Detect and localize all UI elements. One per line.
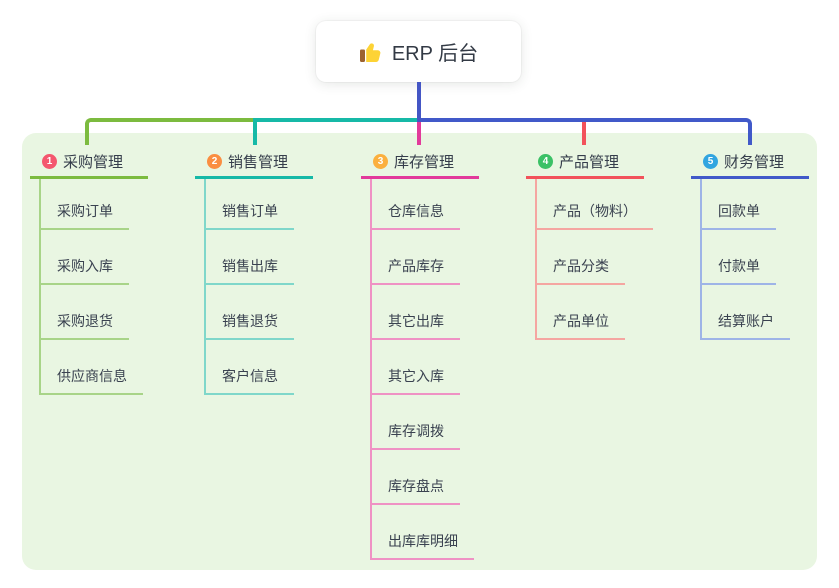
connector-branch-3: [417, 122, 421, 145]
child-label: 其它入库: [388, 368, 444, 384]
child-label: 仓库信息: [388, 203, 444, 219]
connector-branch-2: [253, 118, 421, 145]
branch-header[interactable]: 3 库存管理: [361, 148, 479, 174]
child-label: 产品分类: [553, 258, 609, 274]
child-node[interactable]: 结算账户: [700, 311, 790, 340]
child-label: 回款单: [718, 203, 760, 219]
child-trunk: [204, 179, 206, 395]
child-label: 库存调拨: [388, 423, 444, 439]
branch-header[interactable]: 2 销售管理: [195, 148, 313, 174]
child-node[interactable]: 产品分类: [535, 256, 625, 285]
child-node[interactable]: 其它入库: [370, 366, 460, 395]
child-trunk: [700, 179, 702, 340]
branch-badge: 5: [703, 153, 718, 169]
child-node[interactable]: 客户信息: [204, 366, 294, 395]
branch-label: 销售管理: [228, 153, 289, 171]
connector-branch-1: [85, 118, 253, 145]
branch-label: 采购管理: [63, 153, 124, 171]
child-label: 供应商信息: [57, 368, 127, 384]
branch-label: 库存管理: [394, 153, 455, 171]
child-label: 采购入库: [57, 258, 113, 274]
connector-branch-4: [582, 122, 586, 145]
root-node[interactable]: ERP 后台: [316, 21, 521, 82]
child-label: 销售退货: [222, 313, 278, 329]
child-node[interactable]: 仓库信息: [370, 201, 460, 230]
child-node[interactable]: 付款单: [700, 256, 776, 285]
root-connector: [417, 82, 421, 122]
child-label: 销售出库: [222, 258, 278, 274]
child-node[interactable]: 库存盘点: [370, 476, 460, 505]
child-node[interactable]: 产品单位: [535, 311, 625, 340]
child-node[interactable]: 采购订单: [39, 201, 129, 230]
branch-underline: [30, 176, 148, 179]
branch-badge: 2: [207, 153, 222, 169]
child-label: 客户信息: [222, 368, 278, 384]
child-node[interactable]: 回款单: [700, 201, 776, 230]
child-node[interactable]: 采购退货: [39, 311, 129, 340]
branch-header[interactable]: 4 产品管理: [526, 148, 644, 174]
branch-underline: [691, 176, 809, 179]
child-label: 结算账户: [718, 313, 774, 329]
child-label: 采购退货: [57, 313, 113, 329]
child-trunk: [370, 179, 372, 560]
branch-label: 财务管理: [724, 153, 785, 171]
thumbs-up-icon: [359, 40, 383, 64]
branch-header[interactable]: 1 采购管理: [30, 148, 148, 174]
branch-underline: [526, 176, 644, 179]
child-label: 产品（物料）: [553, 203, 637, 219]
branch-underline: [361, 176, 479, 179]
child-node[interactable]: 销售订单: [204, 201, 294, 230]
branch-label: 产品管理: [559, 153, 620, 171]
branch-badge: 3: [373, 153, 388, 169]
child-label: 付款单: [718, 258, 760, 274]
child-node[interactable]: 供应商信息: [39, 366, 143, 395]
child-label: 库存盘点: [388, 478, 444, 494]
root-label: ERP 后台: [391, 43, 479, 65]
connector-branch-5: [419, 118, 752, 145]
child-node[interactable]: 库存调拨: [370, 421, 460, 450]
child-node[interactable]: 产品（物料）: [535, 201, 653, 230]
branch-underline: [195, 176, 313, 179]
child-label: 销售订单: [222, 203, 278, 219]
branch-header[interactable]: 5 财务管理: [691, 148, 809, 174]
child-label: 产品库存: [388, 258, 444, 274]
branches-panel: [22, 133, 817, 570]
child-label: 出库库明细: [388, 533, 458, 549]
child-trunk: [535, 179, 537, 340]
child-label: 其它出库: [388, 313, 444, 329]
child-trunk: [39, 179, 41, 395]
child-node[interactable]: 销售退货: [204, 311, 294, 340]
child-node[interactable]: 采购入库: [39, 256, 129, 285]
child-label: 产品单位: [553, 313, 609, 329]
branch-badge: 4: [538, 153, 553, 169]
branch-badge: 1: [42, 153, 57, 169]
child-node[interactable]: 其它出库: [370, 311, 460, 340]
child-node[interactable]: 销售出库: [204, 256, 294, 285]
child-label: 采购订单: [57, 203, 113, 219]
child-node[interactable]: 出库库明细: [370, 531, 474, 560]
child-node[interactable]: 产品库存: [370, 256, 460, 285]
